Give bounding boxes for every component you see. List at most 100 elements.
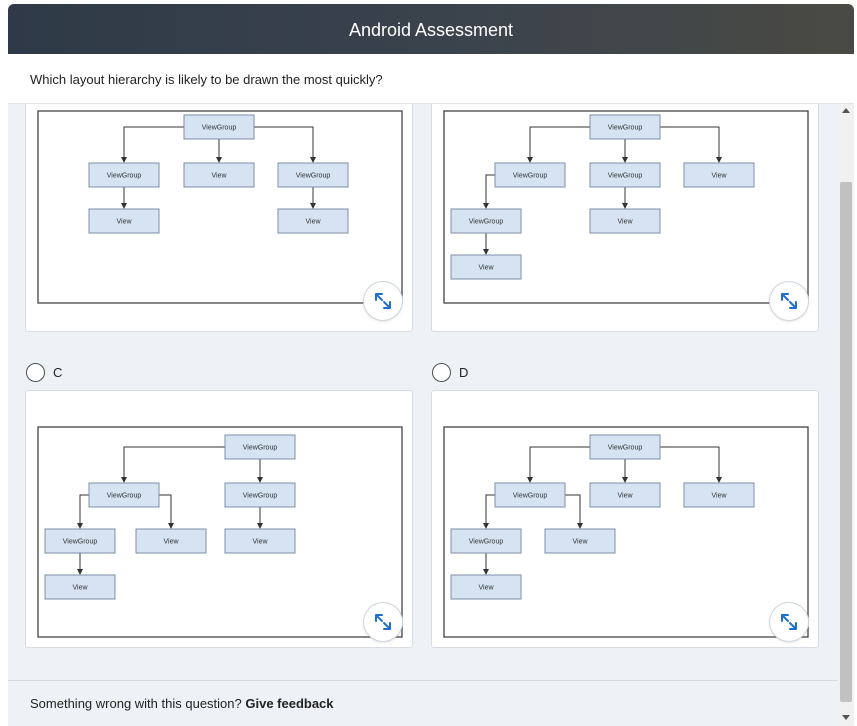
question-bar: Which layout hierarchy is likely to be d…	[8, 54, 854, 104]
hierarchy-node-label: ViewGroup	[469, 539, 504, 546]
expand-image-button[interactable]	[770, 282, 808, 320]
assessment-header: Android Assessment	[8, 4, 854, 54]
diagram-frame	[37, 110, 403, 304]
hierarchy-node: ViewGroup	[44, 528, 116, 554]
hierarchy-node: ViewGroup	[224, 434, 296, 460]
hierarchy-node-label: ViewGroup	[608, 125, 643, 132]
hierarchy-node: ViewGroup	[450, 208, 522, 234]
expand-image-button[interactable]	[770, 603, 808, 641]
expand-arrows-icon	[781, 614, 797, 630]
option-c[interactable]: C	[26, 363, 62, 382]
hierarchy-node-label: ViewGroup	[469, 219, 504, 226]
hierarchy-node-label: View	[711, 493, 727, 500]
hierarchy-node: ViewGroup	[183, 114, 255, 140]
diagram-frame	[443, 110, 809, 304]
hierarchy-node-label: View	[572, 539, 588, 546]
hierarchy-edge	[527, 126, 590, 163]
scrollbar-thumb[interactable]	[840, 182, 852, 702]
hierarchy-node-label: View	[163, 539, 179, 546]
feedback-divider	[8, 680, 838, 681]
hierarchy-node-label: View	[711, 173, 727, 180]
hierarchy-node-label: View	[617, 493, 633, 500]
hierarchy-node-label: View	[252, 539, 268, 546]
diagram-frame	[443, 426, 809, 638]
hierarchy-node-label: View	[72, 585, 88, 592]
hierarchy-node: ViewGroup	[589, 114, 661, 140]
expand-image-button[interactable]	[364, 282, 402, 320]
hierarchy-node-label: ViewGroup	[608, 445, 643, 452]
hierarchy-node-label: ViewGroup	[243, 445, 278, 452]
option-c-label: C	[53, 365, 63, 380]
hierarchy-edge	[660, 126, 722, 163]
give-feedback-link[interactable]: Give feedback	[245, 696, 334, 711]
hierarchy-edge	[254, 126, 316, 163]
hierarchy-node: ViewGroup	[88, 482, 160, 508]
scroll-down-arrow-icon[interactable]	[842, 715, 850, 720]
hierarchy-node: View	[44, 574, 116, 600]
hierarchy-edge	[660, 446, 722, 483]
hierarchy-node: ViewGroup	[224, 482, 296, 508]
option-d-label: D	[459, 365, 469, 380]
hierarchy-edge	[121, 126, 184, 163]
assessment-title: Android Assessment	[348, 20, 514, 40]
hierarchy-node: View	[589, 208, 661, 234]
feedback-text: Something wrong with this question? Give…	[30, 696, 334, 711]
hierarchy-edge	[565, 494, 583, 529]
hierarchy-node-label: View	[478, 265, 494, 272]
hierarchy-node: ViewGroup	[494, 482, 566, 508]
hierarchy-node: ViewGroup	[589, 162, 661, 188]
hierarchy-node: ViewGroup	[450, 528, 522, 554]
option-d-radio[interactable]	[432, 363, 451, 382]
hierarchy-node-label: ViewGroup	[63, 539, 98, 546]
hierarchy-node-label: ViewGroup	[243, 493, 278, 500]
hierarchy-node: View	[589, 482, 661, 508]
hierarchy-node-label: ViewGroup	[107, 173, 142, 180]
hierarchy-node: ViewGroup	[88, 162, 160, 188]
hierarchy-node-label: View	[305, 219, 321, 226]
hierarchy-edge	[159, 494, 174, 529]
hierarchy-node-label: View	[478, 585, 494, 592]
hierarchy-node: View	[683, 162, 755, 188]
hierarchy-edge	[483, 494, 495, 529]
hierarchy-node-label: ViewGroup	[513, 493, 548, 500]
question-text: Which layout hierarchy is likely to be d…	[30, 72, 383, 87]
hierarchy-node: View	[544, 528, 616, 554]
diagram-frame	[37, 426, 403, 638]
expand-arrows-icon	[375, 614, 391, 630]
hierarchy-node-label: View	[116, 219, 132, 226]
feedback-prefix: Something wrong with this question?	[30, 696, 242, 711]
hierarchy-node-label: View	[617, 219, 633, 226]
vertical-scrollbar[interactable]	[838, 104, 854, 726]
option-d[interactable]: D	[432, 363, 468, 382]
hierarchy-node-label: ViewGroup	[513, 173, 548, 180]
expand-arrows-icon	[781, 293, 797, 309]
scroll-up-arrow-icon[interactable]	[842, 108, 850, 113]
hierarchy-node: View	[135, 528, 207, 554]
hierarchy-node: View	[450, 574, 522, 600]
hierarchy-edge	[77, 494, 89, 529]
hierarchy-node: ViewGroup	[277, 162, 349, 188]
option-c-radio[interactable]	[26, 363, 45, 382]
hierarchy-node: View	[450, 254, 522, 280]
hierarchy-node: View	[277, 208, 349, 234]
expand-arrows-icon	[375, 293, 391, 309]
hierarchy-node-label: ViewGroup	[296, 173, 331, 180]
hierarchy-node: View	[224, 528, 296, 554]
expand-image-button[interactable]	[364, 603, 402, 641]
hierarchy-node-label: ViewGroup	[107, 493, 142, 500]
hierarchy-node-label: ViewGroup	[202, 125, 237, 132]
hierarchy-edge	[483, 174, 495, 209]
hierarchy-edge	[121, 446, 225, 483]
hierarchy-node: View	[183, 162, 255, 188]
hierarchy-node: ViewGroup	[494, 162, 566, 188]
